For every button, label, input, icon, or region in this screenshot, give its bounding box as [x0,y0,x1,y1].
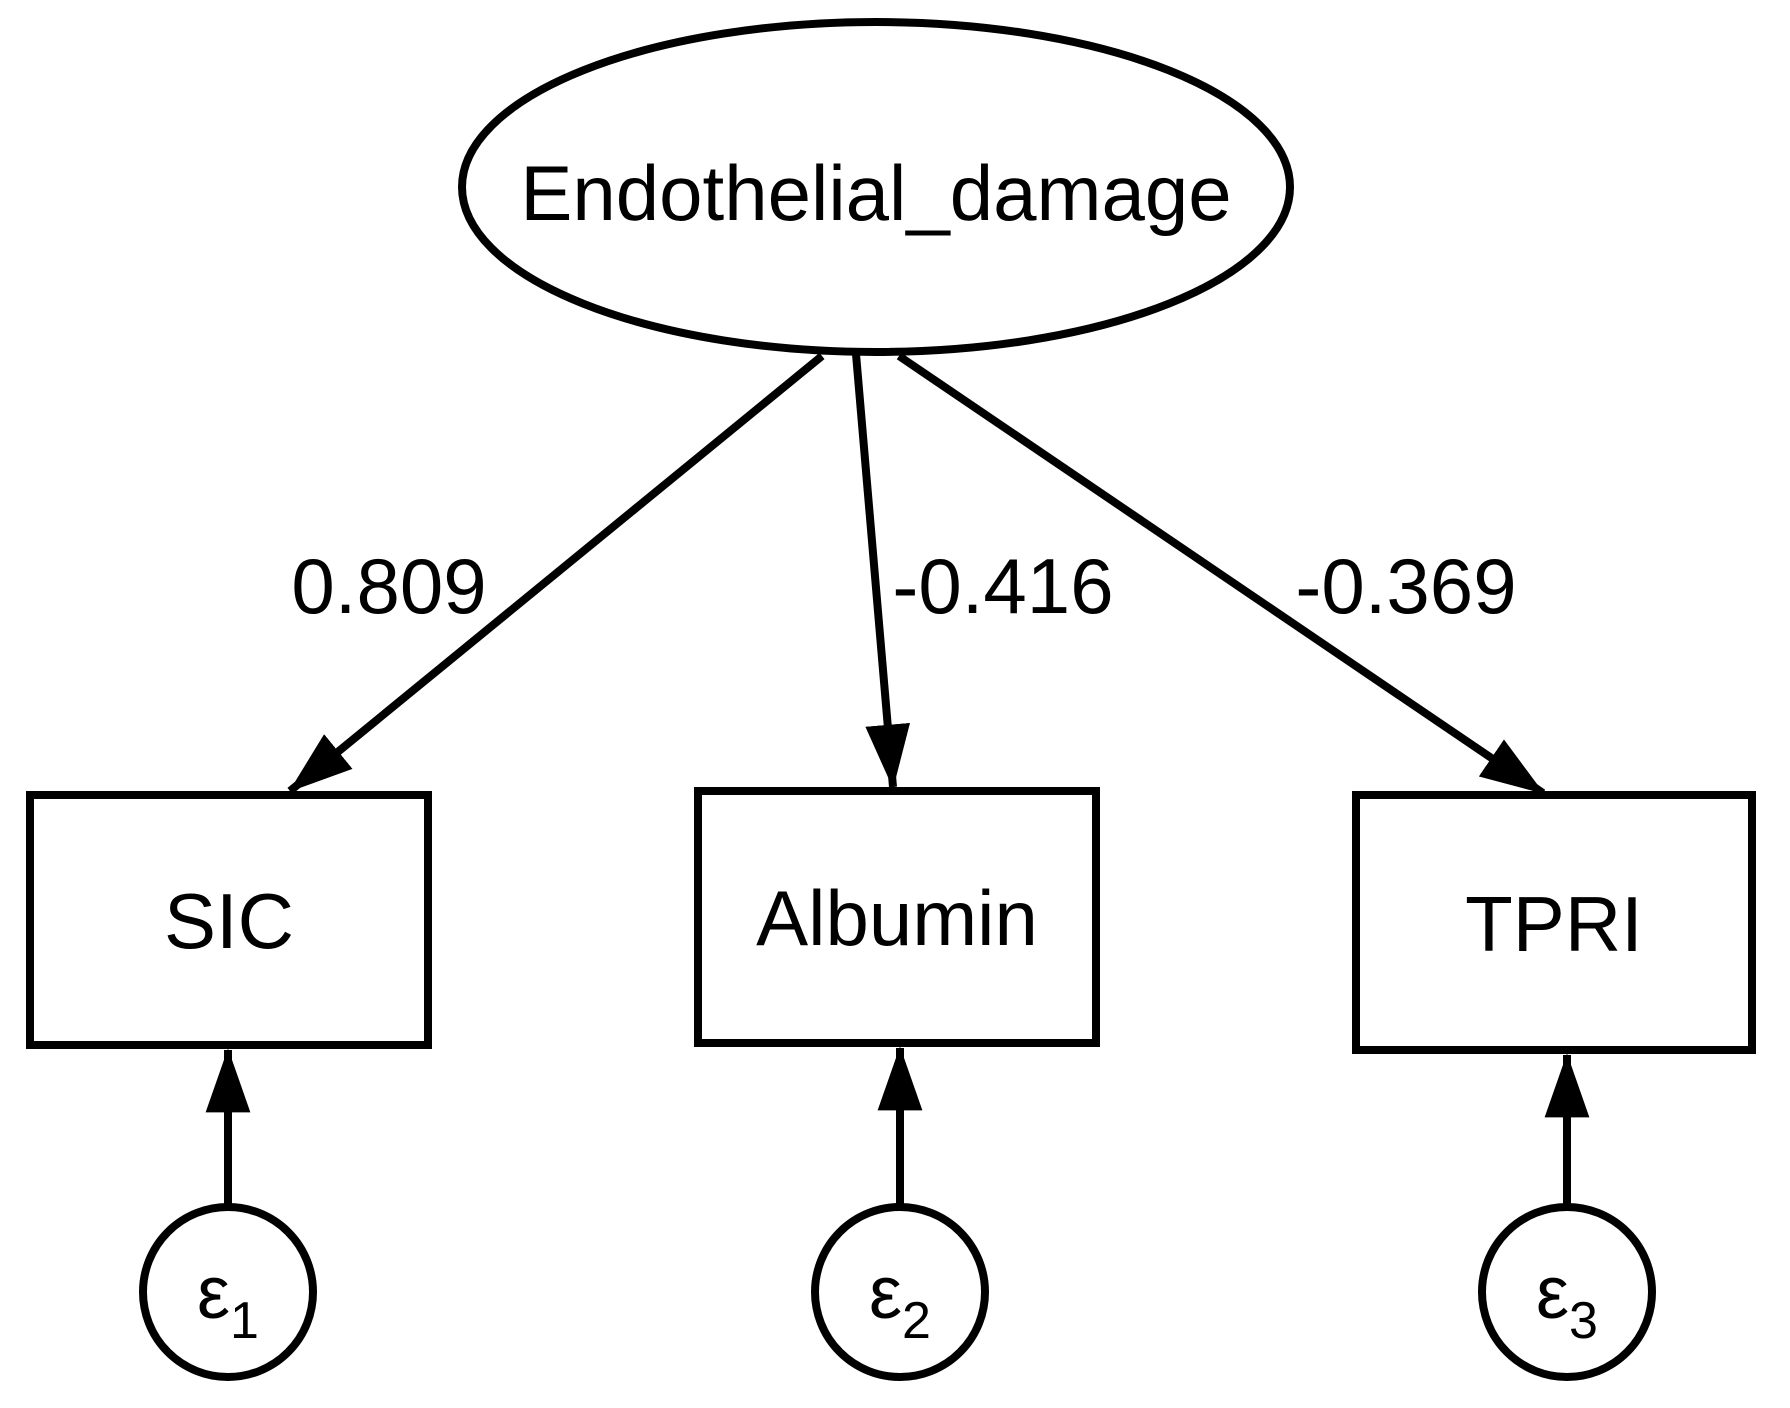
indicator-label-sic: SIC [164,877,294,965]
error-node-2 [811,1203,989,1381]
latent-node-ellipse [458,18,1294,356]
error-node-1 [139,1203,317,1381]
indicator-box-albumin [694,787,1100,1047]
indicator-label-albumin: Albumin [756,874,1038,962]
latent-node-label: Endothelial_damage [520,149,1231,237]
path-arrow-tpri [896,352,1546,797]
path-coefficient-tpri: -0.369 [1295,542,1516,630]
error-label-2: ε2 [869,1251,931,1350]
path-arrow-albumin [852,353,911,789]
error-symbol-2: ε [869,1251,902,1334]
error-subscript-3: 3 [1569,1292,1598,1350]
path-arrow-sic [287,352,825,795]
error-subscript-2: 2 [902,1292,931,1350]
path-coefficient-albumin: -0.416 [892,542,1113,630]
error-label-1: ε1 [197,1251,259,1350]
error-label-3: ε3 [1536,1251,1598,1350]
error-symbol-3: ε [1536,1251,1569,1334]
indicator-box-sic [26,791,432,1049]
error-subscript-1: 1 [230,1292,259,1350]
error-node-3 [1478,1203,1656,1381]
error-symbol-1: ε [197,1251,230,1334]
indicator-box-tpri [1352,791,1756,1054]
path-coefficient-sic: 0.809 [291,542,486,630]
indicator-label-tpri: TPRI [1465,880,1643,968]
